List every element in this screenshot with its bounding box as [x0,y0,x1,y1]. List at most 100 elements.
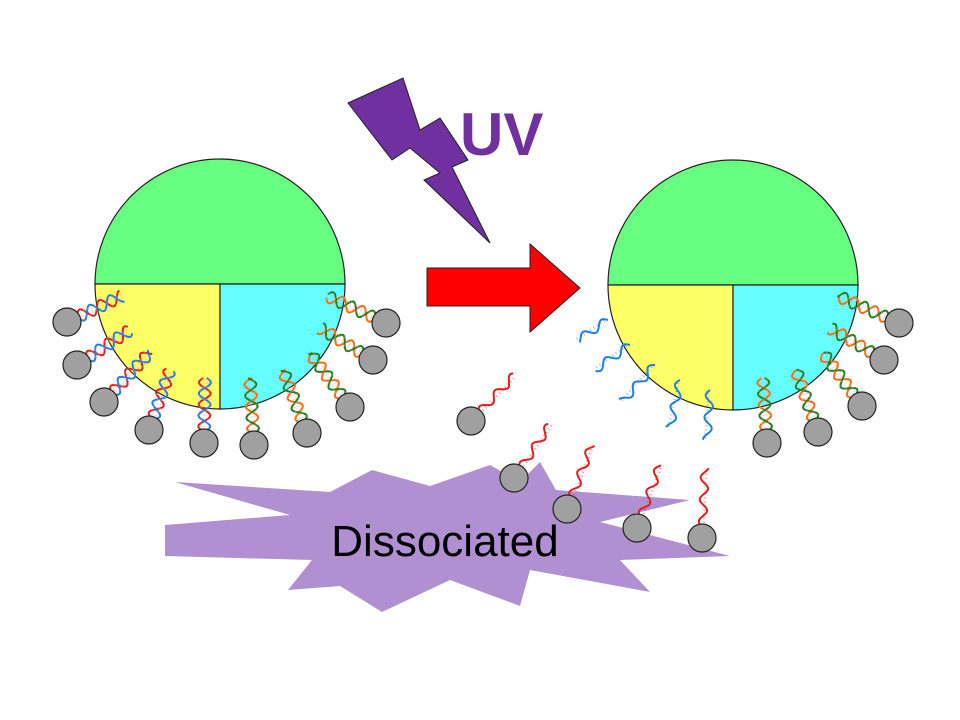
particle-left-segment [607,284,734,411]
base-pair [331,384,341,392]
base-pair [356,346,363,357]
base-pair [368,311,375,322]
beads [52,307,914,553]
base-pair [639,377,642,381]
base-pair [585,460,589,462]
base-pair [668,418,672,420]
base-pair [856,300,862,311]
base-pair [791,369,802,374]
particle-right-segment [219,283,346,410]
particle-right-segment [732,284,859,411]
base-pair [244,380,256,382]
base-pair [837,292,843,303]
base-pair [339,297,345,309]
base-pair [608,356,611,360]
base-pair [318,324,325,334]
base-pair [644,371,648,375]
base-pair [246,408,258,410]
base-pair [160,378,172,384]
bead [752,428,782,458]
base-pair [832,326,839,337]
base-pair [107,296,114,307]
base-pair [158,386,169,391]
base-pair [826,360,836,368]
base-pair [245,400,257,402]
base-pair [870,306,876,317]
base-pair [247,420,258,422]
base-pair [149,412,160,418]
base-pair [345,340,353,351]
base-pair [578,478,582,481]
base-pair [633,383,637,387]
base-pair [574,490,578,492]
base-pair [631,386,634,390]
base-pair [157,390,168,395]
base-pair [547,428,551,431]
base-pair [328,381,338,388]
base-pair [836,328,843,339]
particle-top-segment [94,158,346,285]
base-pair [833,370,843,378]
base-pair [843,332,850,343]
base-pair [82,308,88,319]
bead [189,428,219,458]
base-pair [245,388,257,390]
base-pair [115,293,121,304]
base-pair [319,368,329,376]
base-pair [333,387,343,395]
base-pair [673,398,676,400]
base-pair [852,298,858,309]
base-pair [584,463,588,466]
base-pair [335,334,342,345]
base-pair [670,410,674,412]
base-pair [549,424,553,427]
bead [884,308,914,338]
base-pair [757,378,769,380]
base-pair [159,382,171,387]
base-pair [118,291,124,302]
base-pair [845,386,855,394]
base-pair [843,383,853,391]
base-pair [792,373,804,378]
base-pair [116,380,125,389]
base-pair [501,388,504,392]
base-pair [245,396,257,398]
base-pair [675,386,679,389]
base-pair [107,338,114,348]
base-pair [602,319,605,323]
base-pair [611,354,615,357]
base-pair [628,389,632,393]
base-pair [867,347,874,357]
base-pair [117,331,124,342]
base-pair [577,482,580,485]
base-pair [155,393,167,399]
base-pair [93,303,99,314]
base-pair [669,414,673,416]
base-pair [495,394,499,398]
base-pair [881,311,887,322]
base-pair [757,382,769,384]
base-pair [874,308,880,319]
bead [134,415,164,445]
base-pair [848,296,854,308]
base-pair [293,408,304,413]
particle-top-segment [607,159,859,286]
base-pair [296,415,307,421]
dissociated-label: Dissociated [331,517,558,566]
base-pair [307,352,317,360]
base-pair [100,299,106,310]
base-pair [316,364,326,372]
base-pair [647,368,650,372]
red-arrow-icon [426,242,581,334]
base-pair [636,380,640,384]
base-pair [503,386,507,389]
base-pair [512,377,515,380]
base-pair [867,304,873,316]
base-pair [349,342,356,353]
base-pair [759,414,771,416]
base-pair [484,406,488,409]
base-pair [151,405,163,410]
base-pair [280,374,291,380]
base-pair [246,416,258,418]
